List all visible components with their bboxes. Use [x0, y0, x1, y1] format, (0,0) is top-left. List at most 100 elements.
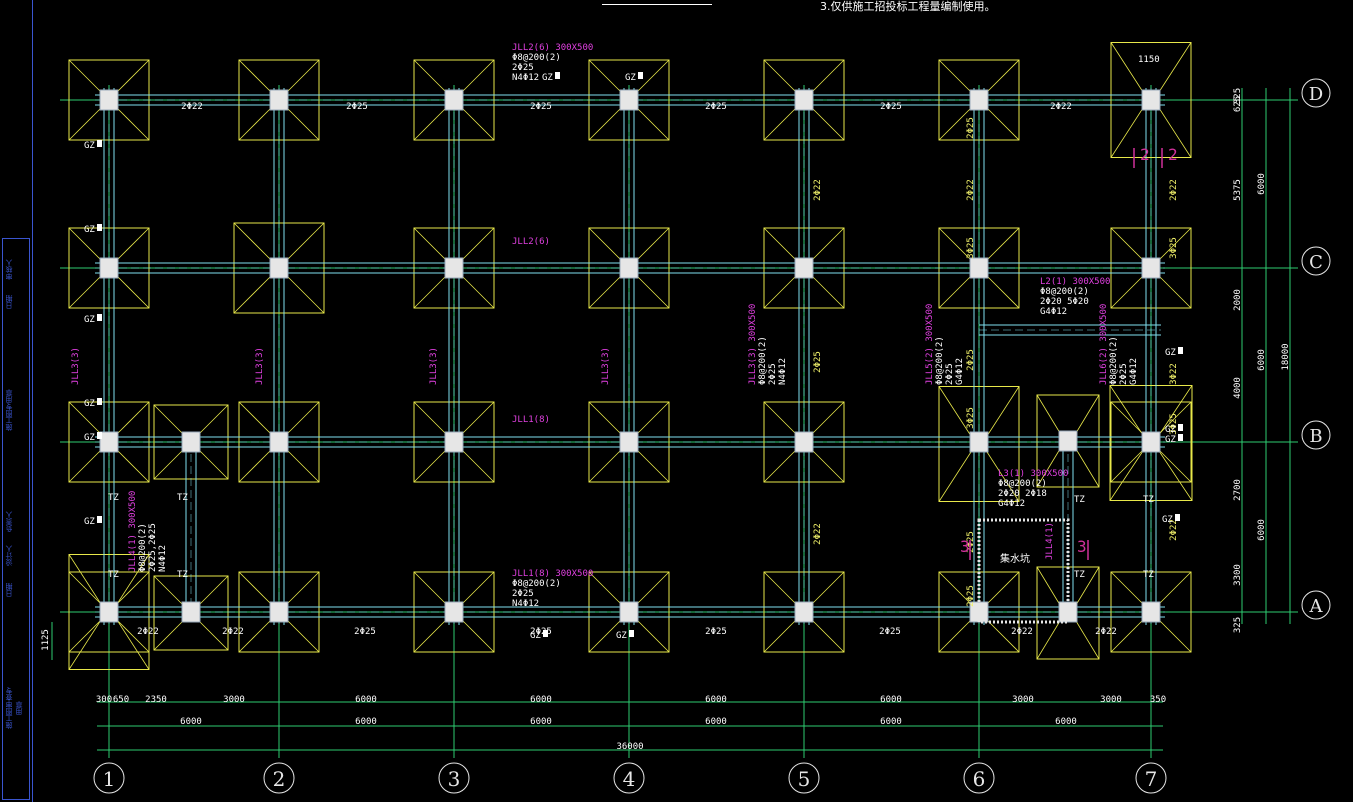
beam-label-jll4: N4Φ12	[158, 545, 168, 572]
footing-B3-diag	[413, 449, 447, 483]
dim-text-bottom-1: 6000	[705, 695, 727, 705]
footing-extra-a-diag	[153, 620, 184, 651]
footing-C3-diag	[413, 227, 447, 261]
footing-D2-diag	[286, 107, 320, 141]
gz-marker: GZ	[84, 517, 95, 527]
beam-label-jll4: 2Φ25,2Φ25	[148, 523, 158, 572]
footing-B1-diag	[116, 401, 150, 435]
footing-B5-diag	[763, 401, 797, 435]
footing-C2-diag	[286, 222, 325, 261]
beam-label-jll5: JLL5(2) 300X500	[925, 304, 935, 385]
title-block-frame	[2, 238, 30, 800]
rebar-label-col6: 2Φ25	[966, 349, 976, 371]
column-A2	[269, 601, 289, 623]
footing-A1-diag	[68, 619, 102, 653]
dim-text-bottom-1: 3000	[1100, 695, 1122, 705]
grid-bubble-label: C	[1309, 252, 1323, 273]
beam-label-jll4-small: JLL4(1)	[1045, 522, 1055, 560]
column-A5	[794, 601, 814, 623]
column-A4	[619, 601, 639, 623]
rebar-label-col6: 3Φ25	[966, 407, 976, 429]
column-B6	[969, 431, 989, 453]
beam-label-jll3-c5: 2Φ25	[768, 363, 778, 385]
grid-lines	[60, 85, 1298, 758]
dim-text-bottom-2: 6000	[705, 717, 727, 727]
column-B3	[444, 431, 464, 453]
footing-B5-diag	[763, 449, 797, 483]
dim-text-bottom-1: 350	[1150, 695, 1166, 705]
grid-bubble-label: B	[1309, 426, 1322, 447]
column-C3	[444, 257, 464, 279]
rebar-label-bottom: 2Φ25	[530, 627, 552, 637]
footing-A6-diag	[938, 619, 972, 653]
footing-D6-diag	[938, 59, 972, 93]
footing-C3-diag	[461, 227, 495, 261]
gz-marker: GZ	[1165, 348, 1176, 358]
footing-D4-diag	[588, 107, 622, 141]
grid-bubble-label: 3	[448, 767, 461, 791]
footing-D4-diag	[636, 107, 670, 141]
column-D2	[269, 89, 289, 111]
tz-marker: TZ	[1143, 495, 1154, 505]
footing-B3-diag	[461, 449, 495, 483]
footing-D6-diag	[986, 59, 1020, 93]
gz-marker: GZ	[625, 73, 636, 83]
footing-A7-diag	[1158, 571, 1192, 605]
dim-text-bottom-2: 6000	[880, 717, 902, 727]
beam-label-jll2-top: 2Φ25	[512, 63, 534, 73]
section-mark-3: 3	[960, 537, 970, 556]
column-D6	[969, 89, 989, 111]
beam-label-jll2-top: Φ8@200(2)	[512, 53, 561, 63]
footing-A6-diag	[986, 619, 1020, 653]
beam-label-jll4: Φ8@200(2)	[138, 523, 148, 572]
footing-extra-a-diag	[153, 575, 184, 606]
footing-extra-a2-diag	[1036, 620, 1061, 660]
section-mark-3: 3	[1077, 537, 1087, 556]
column-C1	[99, 257, 119, 279]
grid-bubble-C	[1301, 246, 1331, 276]
footing-A4-diag	[588, 619, 622, 653]
header-note: 3.仅供施工招投标工程量编制使用。	[820, 0, 996, 13]
beam-label-jll3-c1: JLL3(3)	[71, 347, 81, 385]
gz-marker-box	[97, 314, 102, 321]
footing-D1-diag	[68, 59, 102, 93]
tz-marker: TZ	[108, 493, 119, 503]
footing-C5-diag	[763, 275, 797, 309]
gz-marker: GZ	[84, 399, 95, 409]
footing-A6-diag	[986, 571, 1020, 605]
columns	[99, 89, 1161, 623]
column-C7	[1141, 257, 1161, 279]
grid-bubble-label: A	[1309, 596, 1324, 617]
column-B1	[99, 431, 119, 453]
beam-label-jll3-c5: JLL3(3) 300X500	[748, 304, 758, 385]
footing-C6-diag	[986, 275, 1020, 309]
dim-text-left: 1125	[41, 629, 51, 651]
footing-D3-diag	[461, 59, 495, 93]
footing-C7-diag	[1158, 227, 1192, 261]
grid-bubble-label: 7	[1145, 767, 1158, 791]
rebar-label-col7: 3Φ22	[1169, 363, 1179, 385]
dim-text-bottom-1: 3000	[1012, 695, 1034, 705]
column-D4	[619, 89, 639, 111]
rebar-label-col5: 2Φ22	[813, 523, 823, 545]
beam-label-jll3-c5: Φ8@200(2)	[758, 336, 768, 385]
tz-marker: TZ	[177, 570, 188, 580]
rebar-label-bottom: 2Φ22	[222, 627, 244, 637]
footing-a1-diag	[68, 554, 102, 605]
footing-A1-diag	[68, 571, 102, 605]
footing-A2-diag	[238, 619, 272, 653]
footing-B2-diag	[286, 401, 320, 435]
beam-label-jll4: JLL4(1) 300X500	[128, 491, 138, 572]
section-mark-2: 2	[1140, 145, 1150, 164]
rebar-label-col7: 2Φ22	[1169, 519, 1179, 541]
rebar-label-bottom: 2Φ22	[1095, 627, 1117, 637]
footing-D2-diag	[238, 59, 272, 93]
footing-D5-diag	[763, 59, 797, 93]
grid-bubble-label: 6	[973, 767, 986, 791]
footing-C7-diag	[1158, 275, 1192, 309]
beam-label-jll3-c4: JLL3(3)	[601, 347, 611, 385]
footing-B7-diag	[1158, 401, 1192, 435]
gz-marker-box	[97, 224, 102, 231]
grid-bubble-A	[1301, 590, 1331, 620]
